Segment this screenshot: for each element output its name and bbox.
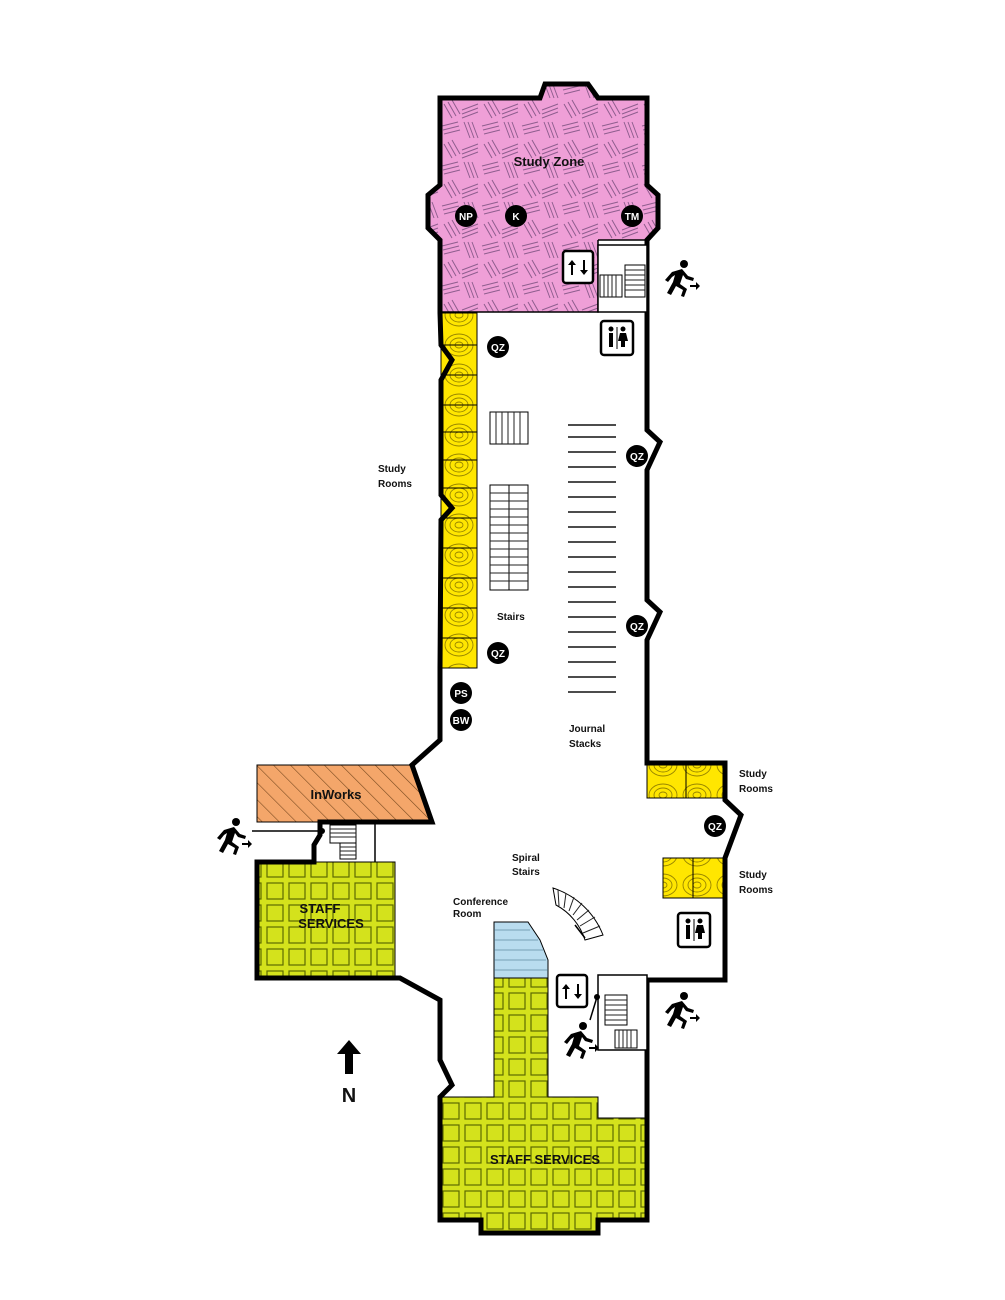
study-rooms-west-area[interactable]	[440, 312, 478, 669]
svg-text:TM: TM	[625, 212, 639, 223]
badge-bw[interactable]: BW	[450, 709, 472, 731]
svg-text:QZ: QZ	[708, 822, 722, 833]
emergency-exit-icon[interactable]	[217, 818, 320, 855]
badge-qz[interactable]: QZ	[626, 445, 648, 467]
study-rooms-west-label-1: Study	[378, 464, 406, 475]
conference-room-label-1: Conference	[453, 897, 508, 908]
study-rooms-east-south-label-1: Study	[739, 870, 767, 881]
stairs-north	[599, 264, 646, 298]
emergency-exit-icon[interactable]	[564, 1022, 599, 1059]
inworks-label: InWorks	[310, 787, 361, 802]
badge-np[interactable]: NP	[455, 205, 477, 227]
badge-tm[interactable]: TM	[621, 205, 643, 227]
elevator-icon[interactable]	[561, 249, 595, 285]
journal-stacks-label-1: Journal	[569, 724, 605, 735]
study-zone-area[interactable]	[428, 84, 658, 312]
svg-text:K: K	[512, 212, 520, 223]
svg-text:BW: BW	[453, 716, 470, 727]
svg-text:QZ: QZ	[491, 649, 505, 660]
staff-services-west-label-1: STAFF	[300, 901, 341, 916]
restroom-icon[interactable]	[599, 319, 635, 357]
restroom-icon[interactable]	[676, 911, 712, 949]
svg-text:QZ: QZ	[491, 343, 505, 354]
spiral-stairs-label-2: Stairs	[512, 867, 540, 878]
journal-shelves	[568, 424, 616, 693]
badge-qz[interactable]: QZ	[487, 336, 509, 358]
study-rooms-west-label-2: Rooms	[378, 479, 412, 490]
conference-room-label-2: Room	[453, 909, 481, 920]
svg-text:PS: PS	[454, 689, 468, 700]
svg-text:QZ: QZ	[630, 622, 644, 633]
compass-label: N	[342, 1085, 356, 1107]
stairs-center	[489, 411, 529, 591]
study-rooms-east-north-label-2: Rooms	[739, 784, 773, 795]
journal-stacks-label-2: Stacks	[569, 739, 602, 750]
elevator-icon[interactable]	[555, 973, 589, 1009]
badge-qz[interactable]: QZ	[626, 615, 648, 637]
badge-k[interactable]: K	[505, 205, 527, 227]
staff-services-south-label: STAFF SERVICES	[490, 1152, 600, 1167]
badge-qz[interactable]: QZ	[487, 642, 509, 664]
study-rooms-east-south-area[interactable]	[662, 857, 726, 899]
badge-ps[interactable]: PS	[450, 682, 472, 704]
stairs-west	[319, 824, 357, 860]
staff-services-west-label-2: SERVICES	[298, 916, 364, 931]
emergency-exit-icon[interactable]	[665, 992, 700, 1029]
spiral-stairs-label-1: Spiral	[512, 853, 540, 864]
study-rooms-east-south-label-2: Rooms	[739, 885, 773, 896]
svg-text:NP: NP	[459, 212, 473, 223]
study-rooms-east-north-label-1: Study	[739, 769, 767, 780]
north-arrow-icon: N	[337, 1040, 361, 1107]
stairs-south	[589, 994, 638, 1049]
study-zone-label: Study Zone	[514, 154, 585, 169]
stairs-label: Stairs	[497, 612, 525, 623]
emergency-exit-icon[interactable]	[665, 260, 700, 297]
spiral-stairs	[552, 887, 604, 941]
svg-text:QZ: QZ	[630, 452, 644, 463]
badge-qz[interactable]: QZ	[704, 815, 726, 837]
